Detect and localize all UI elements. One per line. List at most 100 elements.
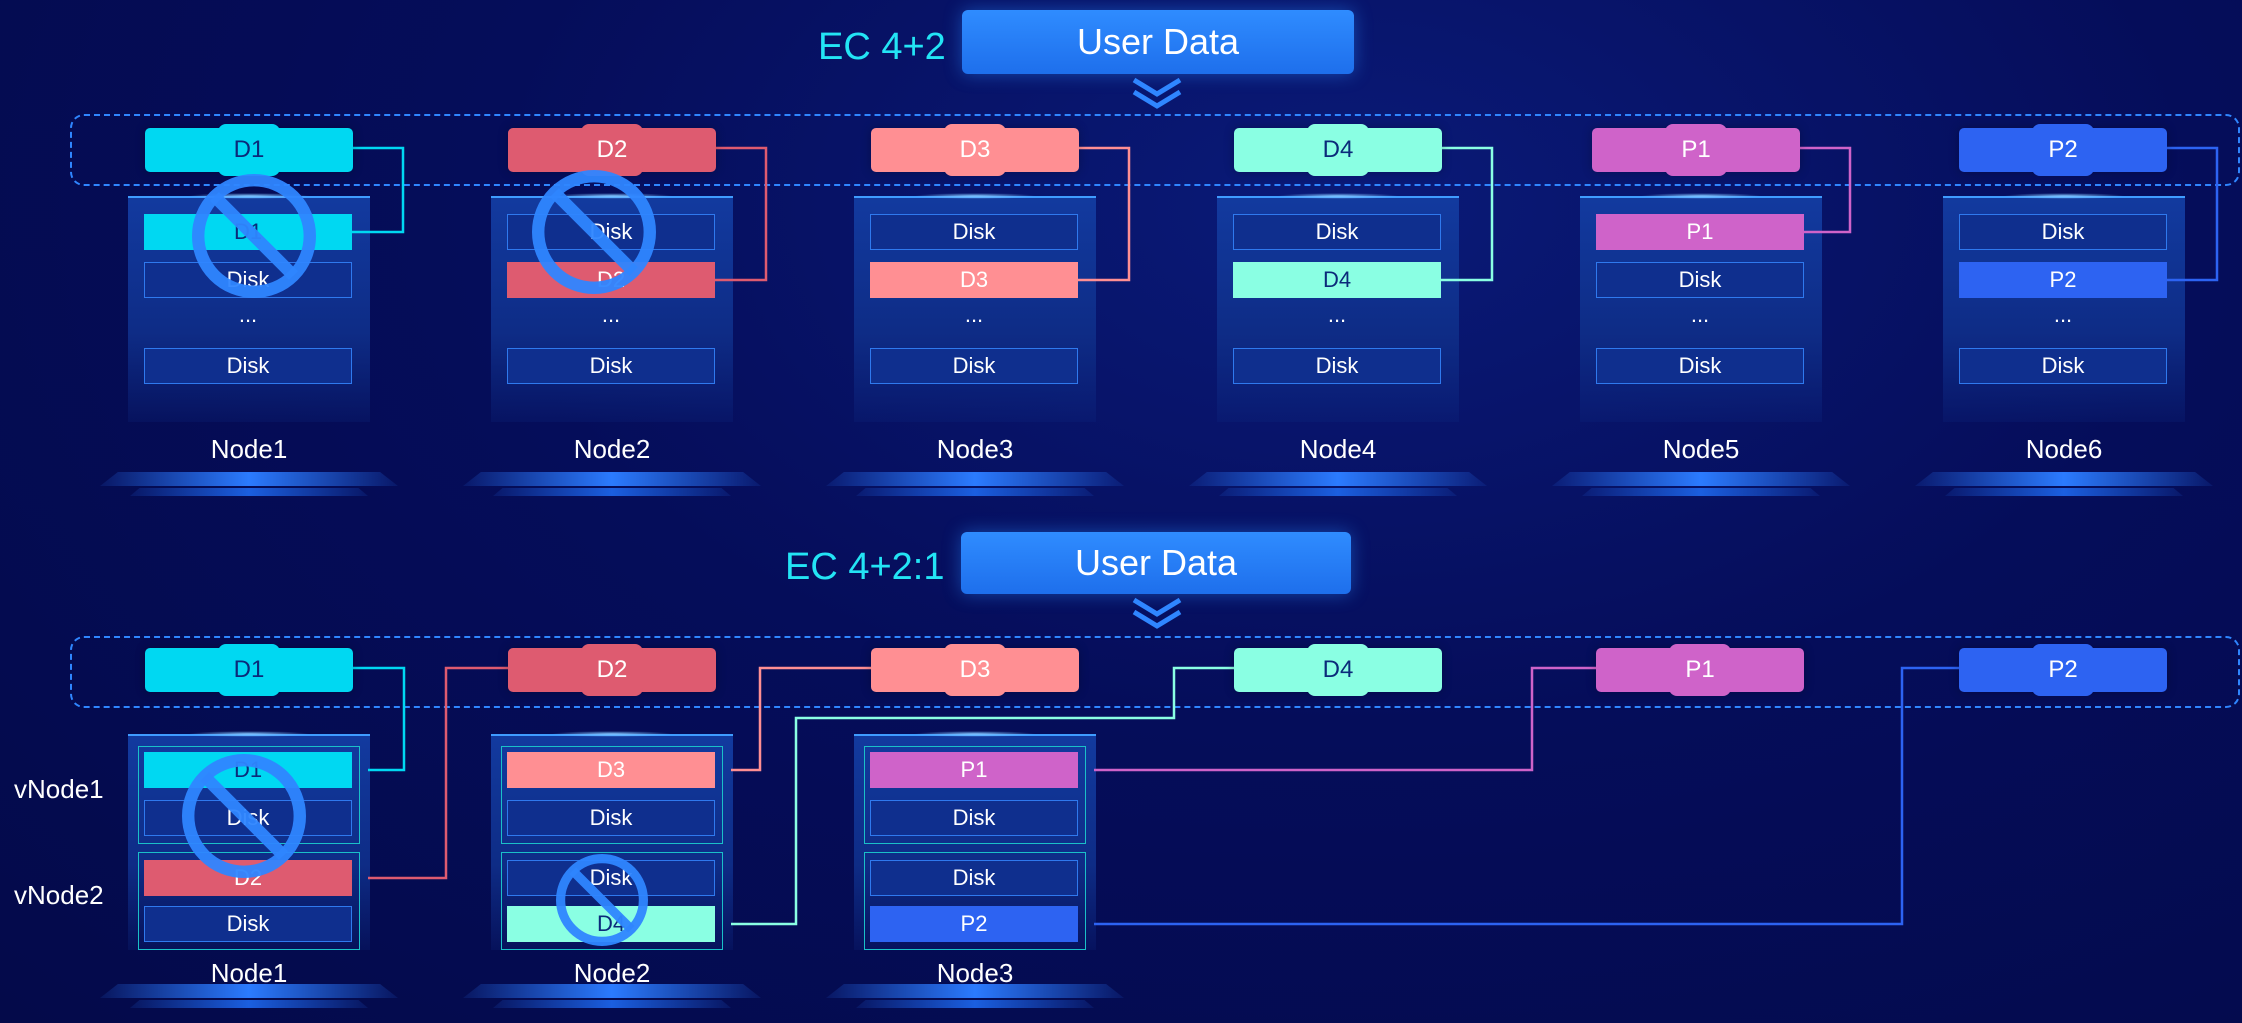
chunk-slot-d3: D3: [870, 262, 1078, 298]
ec-label-bottom: EC 4+2:1: [785, 546, 945, 588]
chunk-slot-d1: D1: [144, 214, 352, 250]
ellipsis: ...: [1690, 302, 1710, 327]
ellipsis: ...: [238, 302, 258, 327]
stripe-group-bottom: [70, 636, 2240, 708]
chunk-slot-d2: D2: [144, 860, 352, 896]
chunk-d3: D3: [871, 644, 1079, 696]
node-base-top: [1552, 472, 1850, 486]
chunk-label: P2: [2048, 656, 2078, 683]
vnode1-label: vNode1: [14, 774, 104, 804]
node-base-bottom: [493, 488, 731, 496]
chunk-p1: P1: [1596, 644, 1804, 696]
chunk-label: P1: [1681, 136, 1711, 163]
chunk-d2: D2: [508, 644, 716, 696]
disk-slot: Disk: [870, 800, 1078, 836]
chunk-slot-d2: D2: [507, 262, 715, 298]
node-base: [826, 472, 1124, 498]
node-base: [1189, 472, 1487, 498]
ellipsis: ...: [2053, 302, 2073, 327]
node-base-bottom: [856, 1000, 1094, 1008]
node-base: [463, 472, 761, 498]
disk-slot: Disk: [870, 860, 1078, 896]
disk-slot: Disk: [144, 348, 352, 384]
chunk-slot-p2: P2: [870, 906, 1078, 942]
node-title: Node1: [210, 434, 288, 464]
node-top-glow: [2003, 193, 2125, 199]
chunk-label: D3: [959, 136, 991, 163]
node-base-top: [463, 984, 761, 998]
chunk-tab: [2032, 124, 2094, 176]
node-base: [100, 472, 398, 498]
chunk-d4: D4: [1234, 124, 1442, 176]
node-base: [1915, 472, 2213, 498]
node-top-glow: [551, 193, 673, 199]
chunk-d3: D3: [871, 124, 1079, 176]
node-base: [463, 984, 761, 1010]
chunk-d2: D2: [508, 124, 716, 176]
disk-slot: Disk: [1233, 348, 1441, 384]
user-data-box-top: User Data: [962, 10, 1354, 74]
chunk-d4: D4: [1234, 644, 1442, 696]
user-data-box-bottom: User Data: [961, 532, 1351, 594]
node-title: Node3: [936, 434, 1014, 464]
node-top-glow: [914, 731, 1036, 737]
node-base-top: [100, 472, 398, 486]
node-base: [1552, 472, 1850, 498]
disk-slot: Disk: [144, 906, 352, 942]
node-top-glow: [188, 731, 310, 737]
node-base-top: [1189, 472, 1487, 486]
node-base-bottom: [130, 488, 368, 496]
ellipsis: ...: [601, 302, 621, 327]
chunk-label: D1: [233, 656, 265, 683]
chunk-slot-p1: P1: [870, 752, 1078, 788]
chunk-tab: [944, 124, 1006, 176]
node-title: Node3: [936, 958, 1014, 988]
ec-label-top: EC 4+2: [818, 26, 946, 68]
chunk-tab: [581, 124, 643, 176]
chunk-d1: D1: [145, 644, 353, 696]
disk-slot: Disk: [144, 800, 352, 836]
chunk-tab: [1307, 124, 1369, 176]
node-title: Node1: [210, 958, 288, 988]
disk-slot: Disk: [507, 860, 715, 896]
vnode2-label: vNode2: [14, 880, 104, 910]
chunk-slot-p1: P1: [1596, 214, 1804, 250]
chunk-slot-d4: D4: [507, 906, 715, 942]
node-title: Node2: [573, 434, 651, 464]
chunk-slot-d3: D3: [507, 752, 715, 788]
chunk-tab: [218, 124, 280, 176]
chunk-label: D2: [596, 136, 628, 163]
chunk-label: P1: [1685, 656, 1715, 683]
chunk-label: D4: [1322, 136, 1354, 163]
disk-slot: Disk: [1959, 214, 2167, 250]
chunk-slot-p2: P2: [1959, 262, 2167, 298]
node-base-top: [463, 472, 761, 486]
node-base-bottom: [1582, 488, 1820, 496]
stripe-group-top: [70, 114, 2240, 186]
chunk-p1: P1: [1592, 124, 1800, 176]
node-title: Node6: [2025, 434, 2103, 464]
chunk-tab: [218, 644, 280, 696]
chunk-slot-d1: D1: [144, 752, 352, 788]
chunk-tab: [2032, 644, 2094, 696]
chevron-down-icon: [1132, 77, 1182, 109]
node-base-bottom: [493, 1000, 731, 1008]
chunk-p2: P2: [1959, 644, 2167, 696]
chunk-label: D4: [1322, 656, 1354, 683]
chunk-p2: P2: [1959, 124, 2167, 176]
chunk-label: D2: [596, 656, 628, 683]
disk-slot: Disk: [870, 214, 1078, 250]
chunk-d1: D1: [145, 124, 353, 176]
node-base-top: [826, 472, 1124, 486]
node-base: [100, 984, 398, 1010]
disk-slot: Disk: [1596, 262, 1804, 298]
node-title: Node5: [1662, 434, 1740, 464]
chevron-down-icon: [1132, 597, 1182, 629]
node-title: Node4: [1299, 434, 1377, 464]
disk-slot: Disk: [507, 214, 715, 250]
node-top-glow: [1640, 193, 1762, 199]
chunk-tab: [581, 644, 643, 696]
node-top-glow: [551, 731, 673, 737]
ellipsis: ...: [1327, 302, 1347, 327]
vnode2-box: [501, 852, 723, 950]
